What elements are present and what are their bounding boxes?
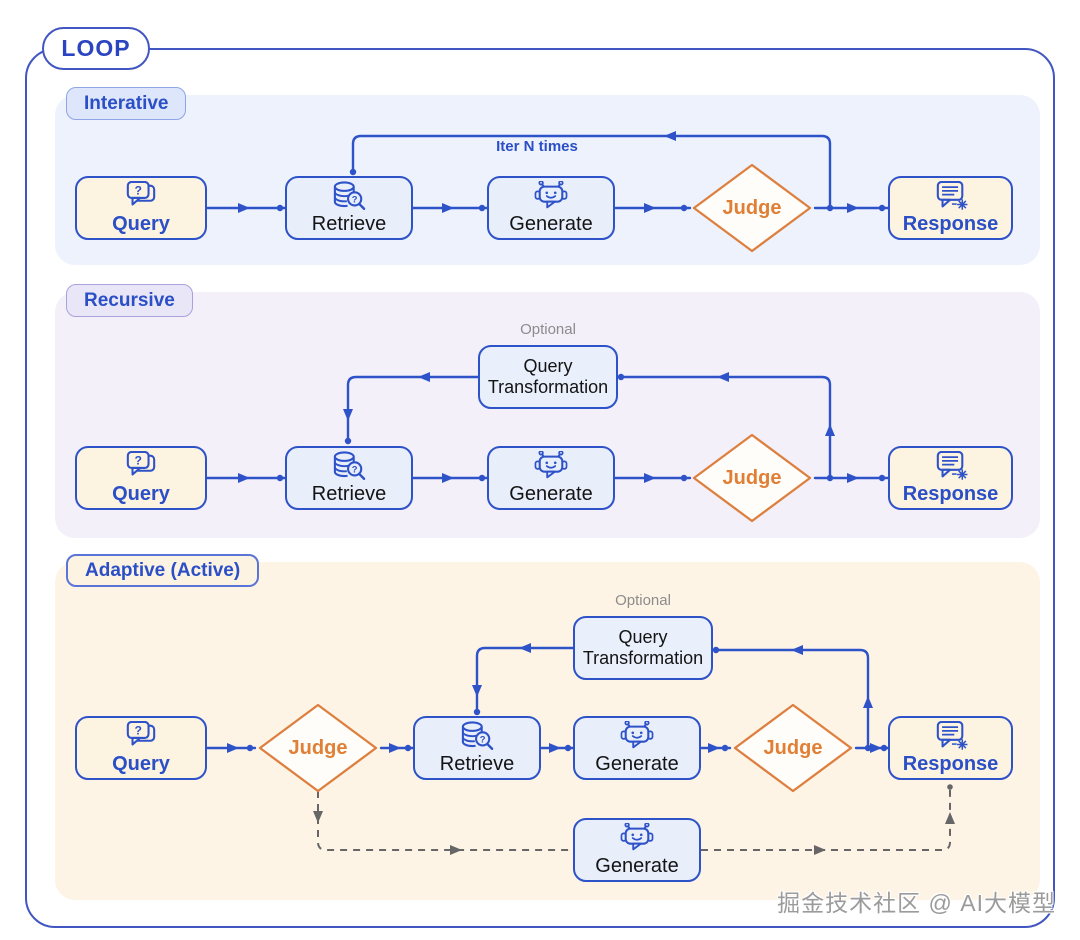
judge-label: Judge [722, 466, 782, 489]
judge-node-adaptive-pre: Judge [255, 702, 381, 794]
response-node-adaptive: Response [888, 716, 1013, 780]
generate-icon [531, 451, 571, 483]
query-node-iterative: Query [75, 176, 207, 240]
retrieve-icon [329, 451, 369, 483]
judge-node-iterative: Judge [689, 162, 815, 254]
loop-badge: LOOP [42, 27, 150, 70]
retrieve-label: Retrieve [439, 753, 515, 775]
generate-node-iterative: Generate [487, 176, 615, 240]
generate-icon [531, 181, 571, 213]
judge-node-adaptive-post: Judge [730, 702, 856, 794]
generate-label: Generate [595, 753, 679, 775]
section-adaptive-badge: Adaptive (Active) [66, 554, 260, 587]
retrieve-node-recursive: Retrieve [285, 446, 413, 510]
watermark-text: 掘金技术社区 @ AI大模型 [777, 890, 1056, 916]
generate-icon [617, 823, 657, 855]
generate-node-adaptive-direct: Generate [573, 818, 701, 882]
response-label: Response [902, 213, 999, 235]
section-iterative-badge: Interative [66, 87, 187, 120]
section-iterative-label: Interative [84, 92, 169, 114]
query-transformation-node-recursive: Query Transformation [478, 345, 618, 409]
judge-label: Judge [288, 736, 348, 759]
response-icon [931, 451, 971, 483]
qt-label-line1: Query [523, 356, 573, 377]
retrieve-label: Retrieve [311, 213, 387, 235]
generate-node-adaptive: Generate [573, 716, 701, 780]
query-node-recursive: Query [75, 446, 207, 510]
response-icon [931, 721, 971, 753]
section-recursive-badge: Recursive [66, 284, 193, 317]
judge-label: Judge [722, 196, 782, 219]
response-node-iterative: Response [888, 176, 1013, 240]
loop-label: LOOP [61, 35, 131, 61]
response-icon [931, 181, 971, 213]
retrieve-label: Retrieve [311, 483, 387, 505]
query-label: Query [112, 753, 170, 775]
optional-note-adaptive: Optional [615, 592, 671, 609]
qt-label-line2: Transformation [487, 377, 609, 397]
query-label: Query [112, 483, 170, 505]
judge-label: Judge [763, 736, 823, 759]
query-node-adaptive: Query [75, 716, 207, 780]
generate-node-recursive: Generate [487, 446, 615, 510]
judge-node-recursive: Judge [689, 432, 815, 524]
query-label: Query [112, 213, 170, 235]
query-transformation-node-adaptive: Query Transformation [573, 616, 713, 680]
section-adaptive-label: Adaptive (Active) [85, 559, 241, 581]
qt-label-line2: Transformation [582, 648, 704, 668]
generate-label: Generate [595, 855, 679, 877]
query-icon [121, 181, 161, 213]
query-icon [121, 721, 161, 753]
response-node-recursive: Response [888, 446, 1013, 510]
qt-label-line1: Query [618, 627, 668, 648]
optional-note-recursive: Optional [520, 321, 576, 338]
response-label: Response [902, 753, 999, 775]
retrieve-node-adaptive: Retrieve [413, 716, 541, 780]
response-label: Response [902, 483, 999, 505]
retrieve-icon [329, 181, 369, 213]
generate-label: Generate [509, 213, 593, 235]
retrieve-icon [457, 721, 497, 753]
generate-icon [617, 721, 657, 753]
section-recursive-label: Recursive [84, 289, 175, 311]
generate-label: Generate [509, 483, 593, 505]
retrieve-node-iterative: Retrieve [285, 176, 413, 240]
iter-n-times-note: Iter N times [496, 138, 578, 155]
query-icon [121, 451, 161, 483]
